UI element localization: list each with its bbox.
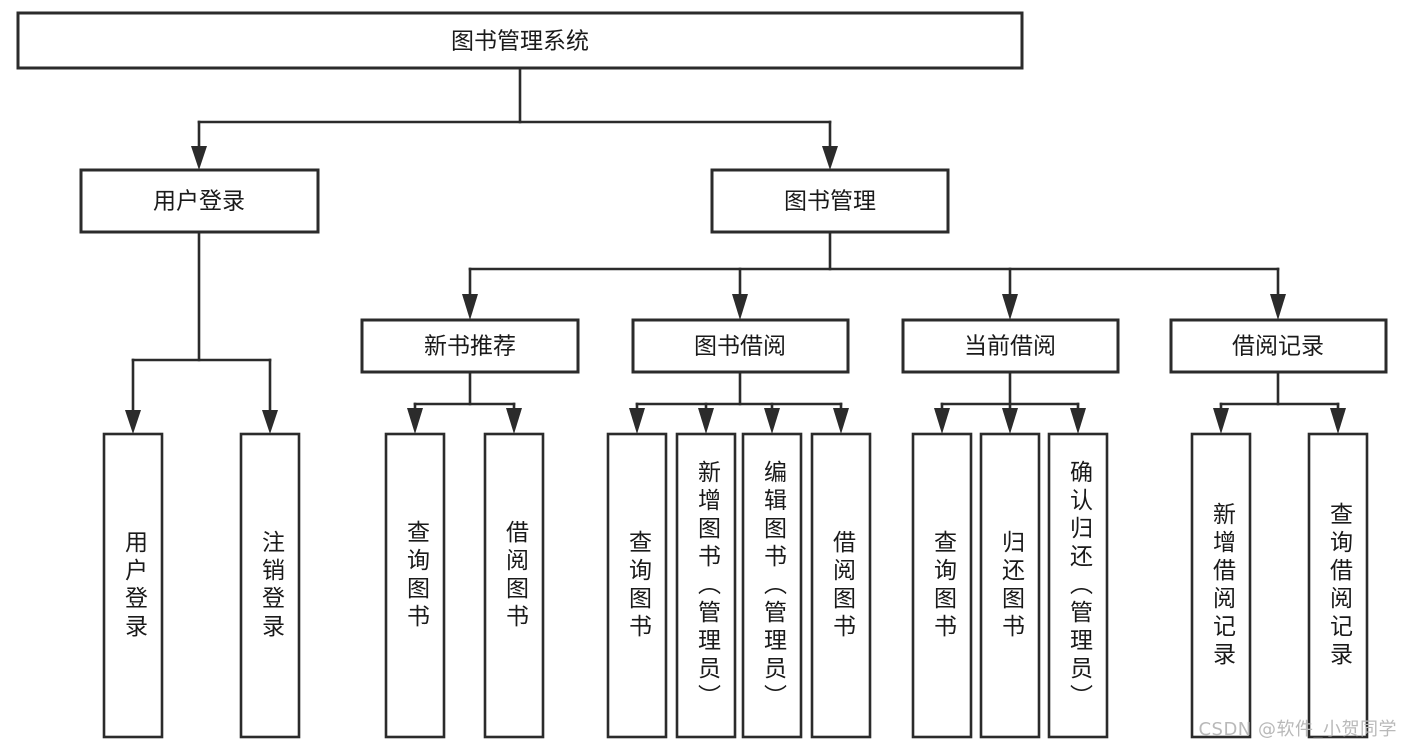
node-new-book-recommend[interactable] — [360, 318, 580, 374]
csdn-watermark: CSDN @软件_小贺同学 — [1198, 719, 1397, 740]
arrow-leaf-nb-1 — [407, 408, 423, 434]
root-label: 图书管理系统 — [451, 29, 589, 55]
node-leaf-user-login[interactable] — [102, 432, 164, 739]
arrow-leaf-br-2 — [1330, 408, 1346, 434]
arrow-leaf-cb-3 — [1070, 408, 1086, 434]
arrow-leaf-bb-4 — [833, 408, 849, 434]
label-borrow-record: 借阅记录 — [1232, 334, 1324, 360]
node-layer — [16, 11, 1388, 739]
arrow-leaf-bb-1 — [629, 408, 645, 434]
arrow-to-user-login — [191, 146, 207, 170]
arrow-leaf-bb-3 — [764, 408, 780, 434]
arrow-to-current-borrow — [1002, 294, 1018, 320]
node-user-login[interactable] — [79, 168, 320, 234]
arrow-to-book-manage — [822, 146, 838, 170]
node-leaf-bb-add-book[interactable] — [675, 432, 737, 739]
node-leaf-bb-query-book[interactable] — [606, 432, 668, 739]
label-layer: 图书管理系统 用户登录 图书管理 新书推荐 图书借阅 当前借阅 借阅记录 — [153, 29, 1324, 360]
arrow-leaf-user-login — [125, 410, 141, 434]
node-leaf-cb-query-book[interactable] — [911, 432, 973, 739]
node-borrow-record[interactable] — [1169, 318, 1388, 374]
arrow-to-book-borrow — [732, 294, 748, 320]
arrow-to-new-book — [462, 294, 478, 320]
arrow-leaf-logout — [262, 410, 278, 434]
arrow-to-borrow-record — [1270, 294, 1286, 320]
node-leaf-bb-borrow-book[interactable] — [810, 432, 872, 739]
arrow-leaf-nb-2 — [506, 408, 522, 434]
label-book-manage: 图书管理 — [784, 189, 876, 215]
node-book-borrow[interactable] — [631, 318, 850, 374]
label-user-login: 用户登录 — [153, 189, 245, 215]
label-book-borrow: 图书借阅 — [694, 334, 786, 360]
label-new-book-recommend: 新书推荐 — [424, 334, 516, 360]
arrow-leaf-br-1 — [1213, 408, 1229, 434]
connector-layer — [125, 66, 1346, 434]
node-leaf-br-add-record[interactable] — [1190, 432, 1252, 739]
node-book-manage[interactable] — [710, 168, 950, 234]
node-leaf-nb-query-book[interactable] — [384, 432, 446, 739]
arrow-leaf-bb-2 — [698, 408, 714, 434]
node-leaf-br-query-record[interactable] — [1307, 432, 1369, 739]
node-leaf-cb-confirm-return[interactable] — [1047, 432, 1109, 739]
arrow-leaf-cb-1 — [934, 408, 950, 434]
node-leaf-nb-borrow-book[interactable] — [483, 432, 545, 739]
node-leaf-cb-return-book[interactable] — [979, 432, 1041, 739]
arrow-leaf-cb-2 — [1002, 408, 1018, 434]
node-root[interactable] — [16, 11, 1024, 70]
node-current-borrow[interactable] — [901, 318, 1120, 374]
node-leaf-bb-edit-book[interactable] — [741, 432, 803, 739]
node-leaf-logout[interactable] — [239, 432, 301, 739]
label-current-borrow: 当前借阅 — [964, 334, 1056, 360]
